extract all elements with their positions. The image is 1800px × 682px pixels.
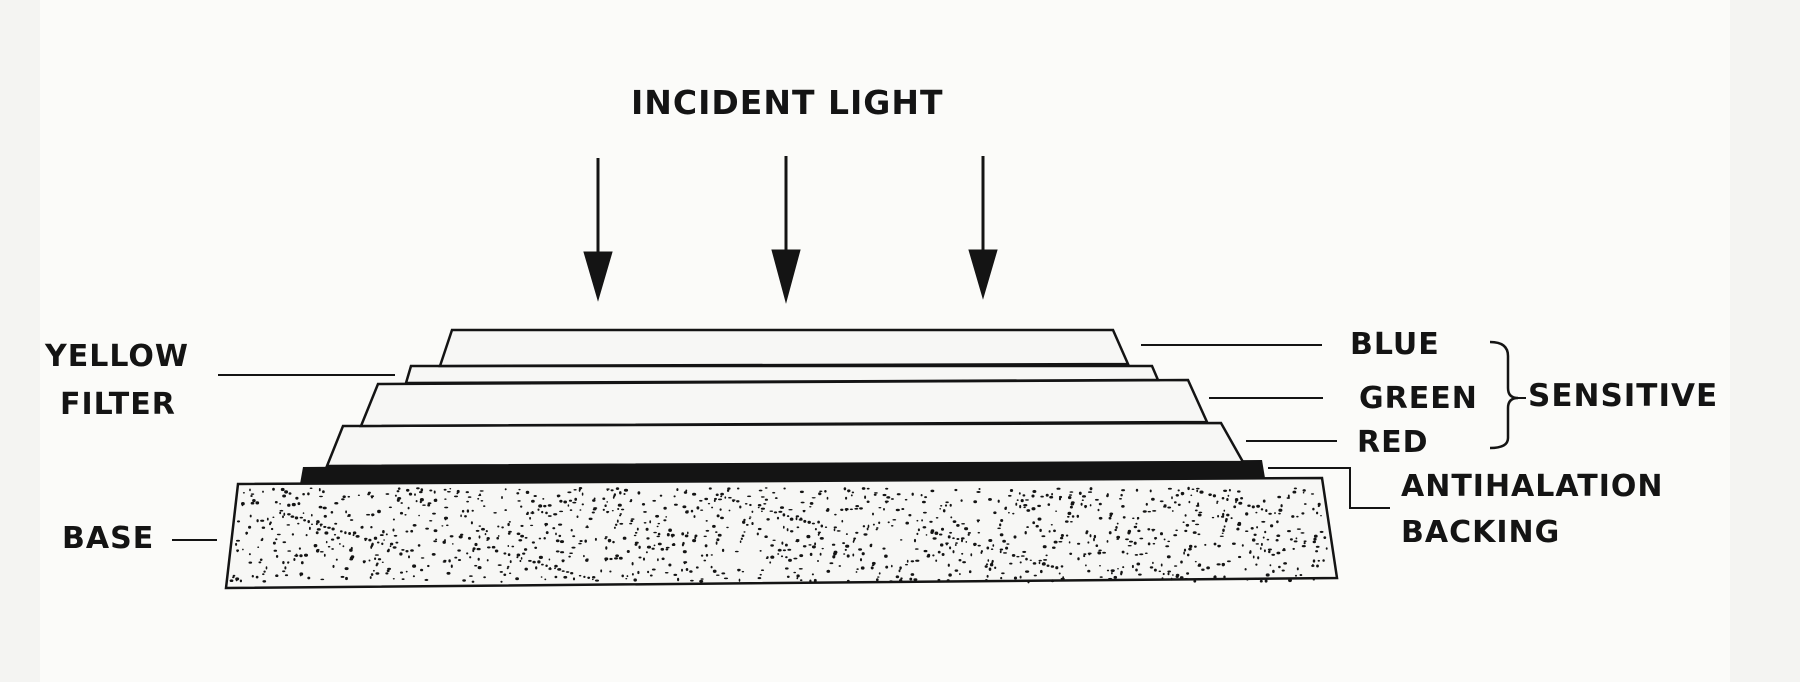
- yellow-filter-label-line2: FILTER: [60, 387, 176, 422]
- arrow-right-icon: [968, 156, 998, 300]
- arrow-center-icon: [771, 156, 801, 304]
- red-sensitive-layer: [325, 421, 1246, 468]
- leader-lines: [172, 340, 1526, 541]
- base-layer: [224, 476, 1339, 590]
- base-stipple-texture: [229, 486, 1328, 584]
- blue-label: BLUE: [1350, 327, 1440, 362]
- yellow-filter-layer: [404, 364, 1160, 385]
- red-label: RED: [1357, 425, 1429, 460]
- arrow-left-icon: [583, 158, 613, 302]
- green-label: GREEN: [1359, 381, 1478, 416]
- yellow-filter-label-line1: YELLOW: [45, 339, 189, 374]
- incident-light-arrows: [583, 156, 998, 304]
- blue-sensitive-layer: [438, 328, 1130, 368]
- green-sensitive-layer: [359, 378, 1209, 428]
- antihalation-label-line2: BACKING: [1401, 515, 1561, 550]
- antihalation-label-line1: ANTIHALATION: [1401, 469, 1664, 504]
- leader-antihalation: [1268, 467, 1390, 509]
- base-label: BASE: [62, 521, 155, 556]
- sensitive-label: SENSITIVE: [1528, 378, 1719, 414]
- incident-light-title: INCIDENT LIGHT: [631, 83, 944, 122]
